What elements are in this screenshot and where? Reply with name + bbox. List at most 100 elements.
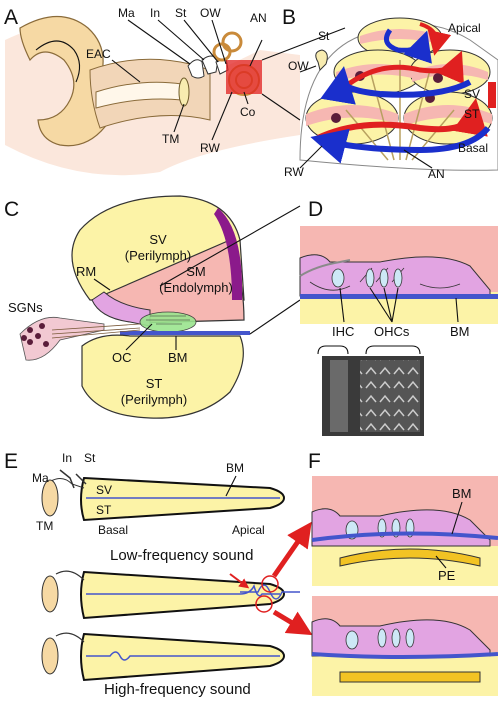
wave-peak-marker: [261, 575, 279, 593]
ganglion-3: [331, 113, 341, 123]
f-bottom-ihc: [345, 630, 359, 650]
label-an-b: AN: [428, 167, 445, 181]
leader-co: [243, 91, 249, 105]
leader-ow: [211, 19, 227, 65]
label-sgns: SGNs: [8, 300, 43, 315]
label-bm-d: BM: [450, 324, 470, 339]
bracket-ihc: [317, 345, 349, 355]
label-apical: Apical: [448, 21, 481, 35]
label-basal: Basal: [458, 141, 488, 155]
tm-high: [41, 637, 59, 675]
label-st-duct-e: ST: [96, 503, 112, 517]
label-co: Co: [240, 105, 256, 119]
panel-b: B Apical Basal St O: [282, 6, 498, 181]
label-stapes-b: St: [318, 29, 330, 43]
uncoiled-cochlea-low: [41, 570, 286, 620]
panel-c: C SV (Perilymph) RM SM: [4, 195, 301, 419]
bm-wave-high: [86, 651, 280, 661]
scala-tympani: [81, 334, 244, 419]
label-st-c: ST: [146, 376, 163, 391]
f-top-pe: [339, 548, 481, 567]
label-tm-e: TM: [36, 519, 53, 533]
sgn-soma: [21, 335, 27, 341]
sv-marker: [488, 82, 496, 108]
f-bottom-basilar: [311, 652, 498, 659]
incus-e: [59, 469, 75, 489]
label-sm: SM: [186, 264, 206, 279]
panel-label-a: A: [4, 6, 18, 29]
label-st: St: [175, 6, 187, 20]
ossicles-low: [55, 570, 85, 581]
label-sv-c: SV: [149, 232, 167, 247]
label-rw-b: RW: [284, 165, 304, 179]
arrow-to-f-bottom: [272, 609, 313, 636]
sgn-soma: [27, 339, 33, 345]
label-ma-e: Ma: [32, 471, 49, 485]
label-ohcs: OHCs: [374, 324, 410, 339]
leader-st: [183, 19, 219, 63]
tympanic-membrane-e: [41, 479, 59, 517]
leader-in: [157, 19, 205, 61]
auditory-nerve: [249, 39, 263, 67]
panel-label-e: E: [4, 450, 18, 473]
f-bottom-pe: [339, 671, 481, 683]
sem-ihc-row: [330, 360, 348, 432]
label-ma: Ma: [118, 6, 135, 20]
caption-high-frequency: High-frequency sound: [104, 681, 251, 698]
panel-label-b: B: [282, 6, 296, 29]
st-flow-arrow-basal: [310, 125, 491, 164]
basal-sm-left: [306, 105, 398, 126]
label-bm-e: BM: [226, 461, 244, 475]
label-an: AN: [250, 11, 267, 25]
panel-label-c: C: [4, 198, 19, 221]
label-ihc: IHC: [332, 324, 354, 339]
ihc-cell: [331, 268, 345, 288]
malleus: [187, 59, 205, 79]
label-in: In: [150, 6, 160, 20]
hair-cell-rows: [146, 315, 190, 325]
panel-f-top: BM PE: [311, 476, 498, 586]
semicircular-canal-1: [221, 31, 243, 53]
leader-ohcs: [369, 287, 399, 323]
label-st-b: ST: [464, 107, 480, 121]
st-flow-arrow-middle: [320, 66, 472, 105]
zoom-lines-a-b: [261, 27, 346, 121]
label-sv-b: SV: [464, 87, 480, 101]
leader-an-b: [403, 149, 433, 169]
stria-vascularis: [214, 208, 243, 300]
uncoiled-duct-top: [80, 476, 286, 522]
f-bottom-ohc-1: [377, 628, 387, 648]
label-rw: RW: [200, 141, 220, 155]
sgn-soma: [35, 333, 41, 339]
tm-low: [41, 575, 59, 613]
label-sv-e: SV: [96, 483, 112, 497]
sgn-soma: [39, 323, 45, 329]
arrow-to-inset: [229, 573, 250, 589]
leader-bm-d: [455, 297, 459, 323]
bracket-ohcs: [365, 345, 421, 355]
basilar-membrane-c: [120, 331, 250, 335]
stapes-e: [75, 473, 87, 485]
leader-rm: [93, 278, 111, 291]
f-bottom-ohc-2: [391, 628, 401, 648]
panel-label-f: F: [308, 450, 321, 473]
leader-rw-b: [299, 145, 323, 169]
leader-tm: [173, 103, 185, 133]
label-bm-f: BM: [452, 486, 472, 501]
sgn-soma: [43, 341, 49, 347]
leader-eac: [111, 59, 141, 83]
label-ow: OW: [200, 6, 221, 20]
auricle-fold: [35, 40, 81, 83]
cochlea-highlight: [226, 60, 262, 94]
ossicles-high: [55, 632, 85, 643]
sv-flow-arrow-middle: [344, 50, 464, 88]
tympanic-membrane: [178, 77, 190, 107]
auricle: [19, 16, 111, 147]
label-pe-f: PE: [438, 568, 456, 583]
label-oc: OC: [112, 350, 132, 365]
ganglion-2: [433, 73, 443, 83]
uncoiled-duct-low: [80, 570, 286, 620]
leader-ma: [127, 19, 191, 65]
leader-rw: [211, 91, 233, 141]
